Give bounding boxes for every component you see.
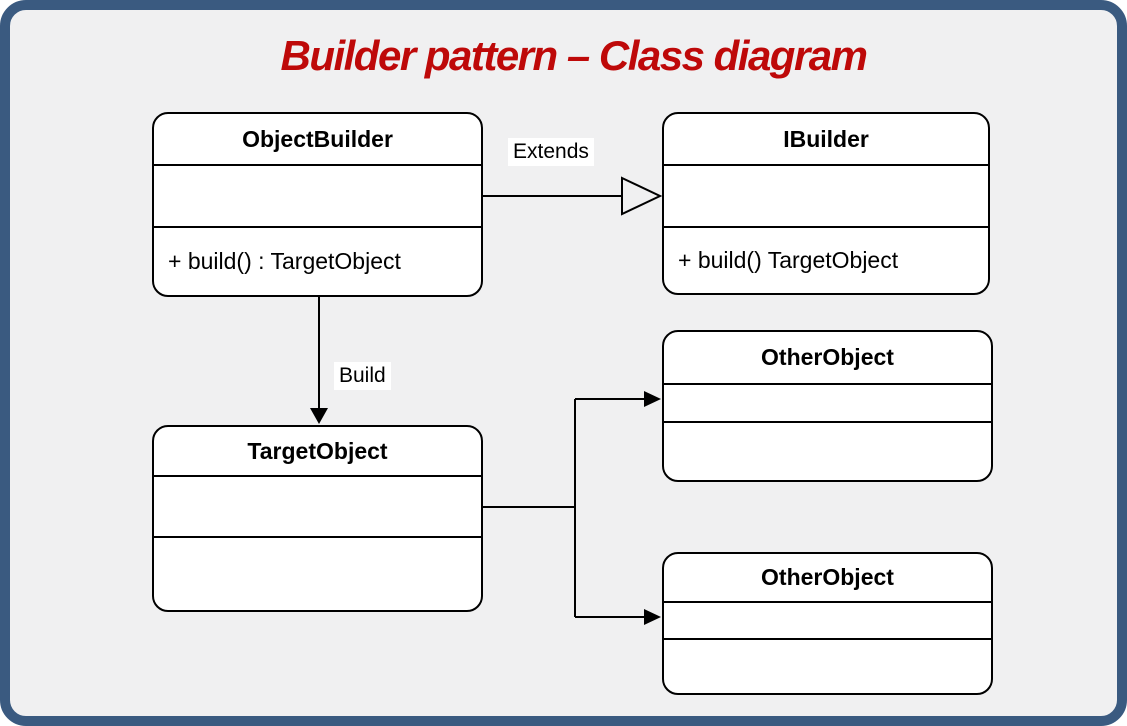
page-title: Builder pattern – Class diagram [280, 32, 868, 79]
class-methods [664, 640, 991, 693]
edge-label-build: Build [334, 362, 391, 390]
class-name: IBuilder [664, 114, 988, 166]
class-methods: + build() : TargetObject [168, 248, 401, 274]
connector-layer [310, 176, 663, 625]
build-filled-arrowhead-icon [310, 408, 328, 424]
association-bottom-arrowhead-icon [644, 609, 661, 625]
class-name: OtherObject [664, 554, 991, 603]
class-attributes [154, 477, 481, 538]
class-name: TargetObject [154, 427, 481, 477]
class-methods [154, 538, 481, 610]
class-box-targetobject: TargetObject [152, 425, 483, 612]
class-box-otherobject-top: OtherObject [662, 330, 993, 482]
class-methods: + build() TargetObject [678, 247, 899, 273]
class-box-ibuilder: IBuilder + build() TargetObject [662, 112, 990, 295]
edge-label-extends: Extends [508, 138, 594, 166]
class-box-otherobject-bottom: OtherObject [662, 552, 993, 695]
inheritance-hollow-arrowhead-icon [621, 176, 663, 216]
class-methods [664, 423, 991, 480]
class-box-objectbuilder: ObjectBuilder + build() : TargetObject [152, 112, 483, 297]
class-name: OtherObject [664, 332, 991, 385]
class-attributes [664, 166, 988, 228]
diagram-canvas: Builder pattern – Class diagram ObjectBu… [10, 10, 1117, 716]
class-name: ObjectBuilder [154, 114, 481, 166]
association-top-arrowhead-icon [644, 391, 661, 407]
class-attributes [154, 166, 481, 228]
class-attributes [664, 385, 991, 423]
class-attributes [664, 603, 991, 640]
